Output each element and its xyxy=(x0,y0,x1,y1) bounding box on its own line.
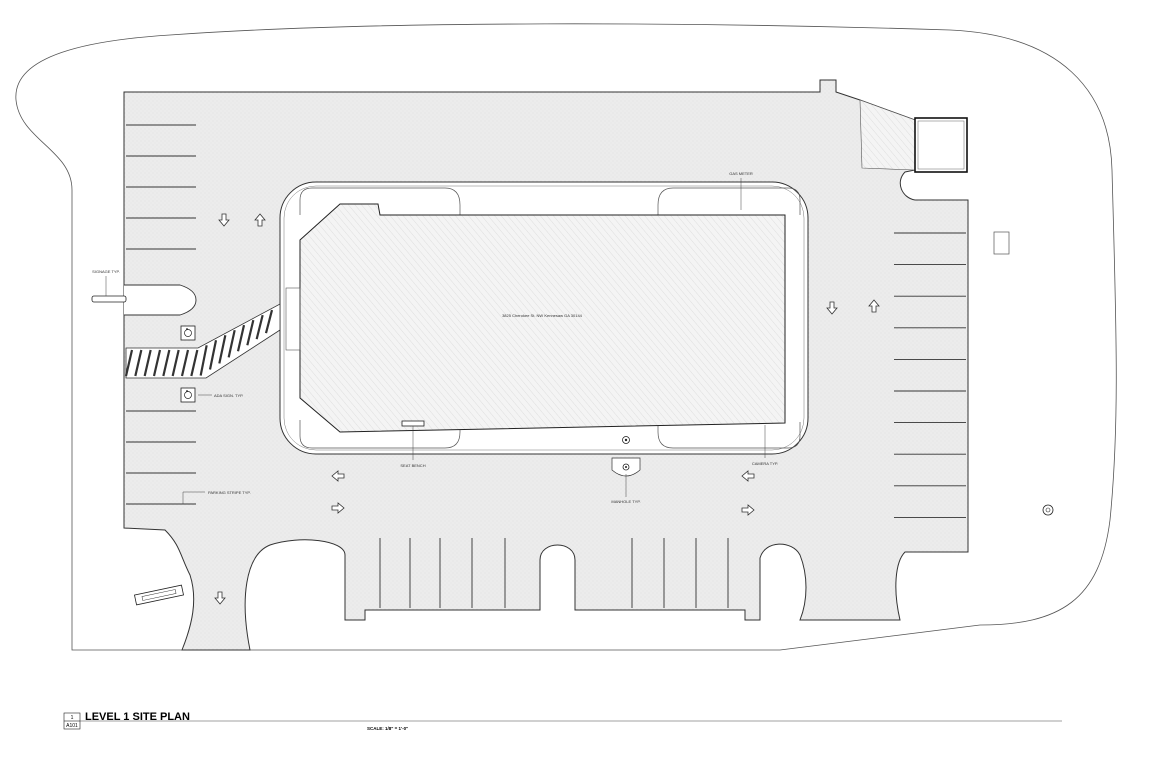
planter-top-right xyxy=(657,187,801,215)
crosswalk-stripe xyxy=(143,349,152,377)
manhole-icon xyxy=(622,436,630,444)
crosswalk-stripe xyxy=(190,349,199,377)
camera-label: CAMERA TYP. xyxy=(752,461,778,466)
planter-bottom-left xyxy=(299,420,461,449)
building-footprint xyxy=(299,203,786,433)
drawing-scale: SCALE: 1/8" = 1'-0" xyxy=(367,726,408,731)
manhole-icon xyxy=(1042,504,1054,516)
title-block: 1 A101 LEVEL 1 SITE PLAN SCALE: 1/8" = 1… xyxy=(63,711,1062,731)
crosswalk-stripe xyxy=(208,340,218,370)
gas-meter-label: GAS METER xyxy=(729,171,753,176)
signage-label: SIGNAGE TYP. xyxy=(92,269,120,274)
crosswalk-stripe xyxy=(134,349,143,377)
planter-top-left xyxy=(299,187,461,215)
detail-number: 1 xyxy=(71,715,74,721)
ada-sign-label: ADA SIGN. TYP. xyxy=(214,393,243,398)
building-address: 3825 Cherokee St. NW Kennesaw GA 30144 xyxy=(502,313,583,318)
crosswalk-stripe xyxy=(171,349,180,377)
crosswalk-stripe xyxy=(236,324,246,352)
crosswalk-stripe xyxy=(199,345,208,376)
signage-island xyxy=(124,284,197,316)
utility-box xyxy=(993,231,1010,255)
crosswalk-stripe xyxy=(255,314,264,340)
monument-sign xyxy=(91,295,127,303)
crosswalk xyxy=(125,303,281,379)
seat-bench-label: SEAT BENCH xyxy=(400,463,425,468)
accessible-parking-icon xyxy=(180,325,196,341)
crosswalk-stripe xyxy=(218,335,227,364)
curb-stop xyxy=(134,584,184,606)
planter-bottom-right xyxy=(657,422,801,449)
parking-stripe-label: PARKING STRIPE TYP. xyxy=(208,490,251,495)
crosswalk-stripe xyxy=(162,349,171,377)
dumpster-enclosure xyxy=(914,117,968,173)
sheet-number: A101 xyxy=(66,723,78,729)
crosswalk-stripe xyxy=(246,319,255,346)
crosswalk-stripe xyxy=(180,349,190,377)
manhole-label: MANHOLE TYP. xyxy=(611,499,640,504)
crosswalk-stripe xyxy=(227,329,236,358)
manhole-icon xyxy=(622,463,630,471)
crosswalk-stripe xyxy=(264,309,274,334)
crosswalk-stripe xyxy=(124,349,134,377)
accessible-parking-icon xyxy=(180,387,196,403)
crosswalk-stripe xyxy=(152,349,162,377)
drawing-title: LEVEL 1 SITE PLAN xyxy=(85,711,190,723)
